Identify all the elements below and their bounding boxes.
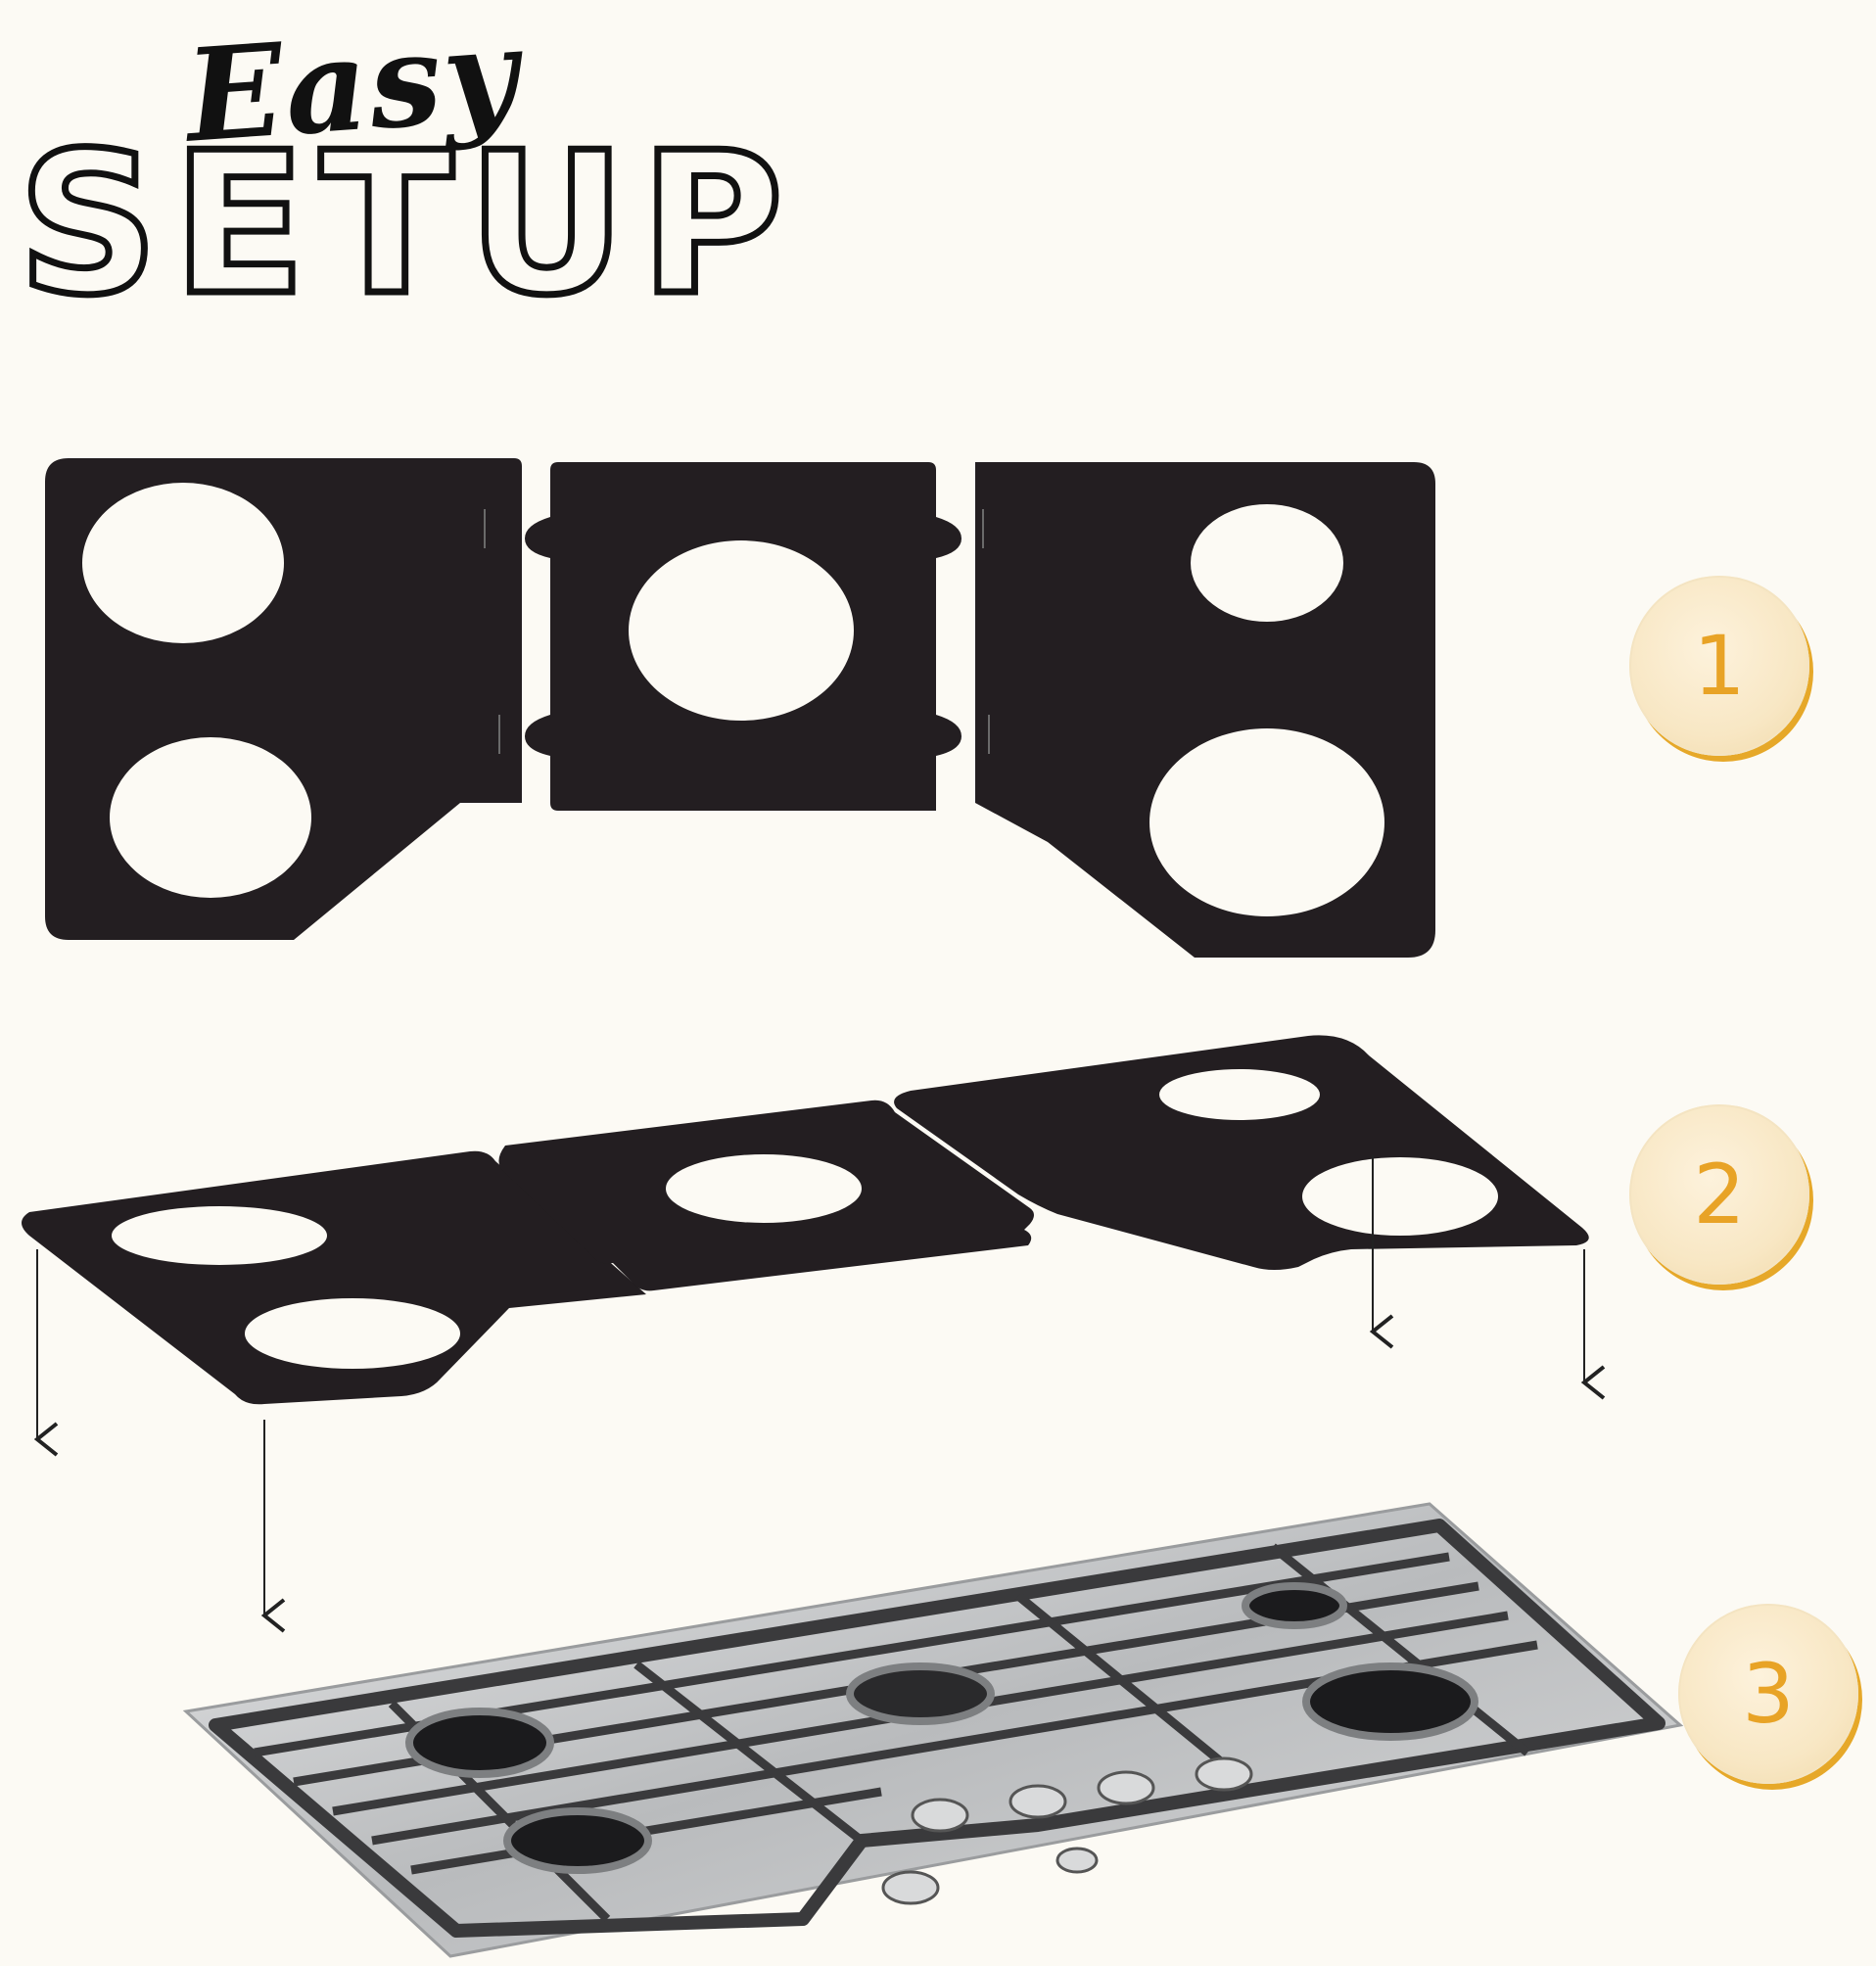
- step-1-number: 1: [1693, 618, 1746, 714]
- center-mat: [525, 462, 961, 811]
- step-2-number: 2: [1693, 1147, 1746, 1242]
- left-mat-perspective: [22, 1150, 646, 1405]
- step-1-mats: [45, 458, 1435, 958]
- right-mat: [975, 462, 1435, 958]
- cooktop-grate: [209, 1519, 1665, 1938]
- step-1-badge: 1: [1629, 576, 1809, 756]
- step-3-cooktop: [182, 1502, 1684, 1958]
- right-mat-perspective: [894, 1035, 1589, 1270]
- step-3-badge: 3: [1678, 1604, 1858, 1784]
- step-2-mats: [22, 1035, 1606, 1633]
- center-mat-perspective: [498, 1100, 1034, 1291]
- step-3-number: 3: [1742, 1646, 1795, 1742]
- control-knob-icon: [881, 1756, 1253, 1905]
- title-setup: SETUP: [14, 111, 798, 339]
- step-2-badge: 2: [1629, 1104, 1809, 1285]
- left-mat: [45, 458, 522, 940]
- burner-icon: [405, 1582, 1478, 1874]
